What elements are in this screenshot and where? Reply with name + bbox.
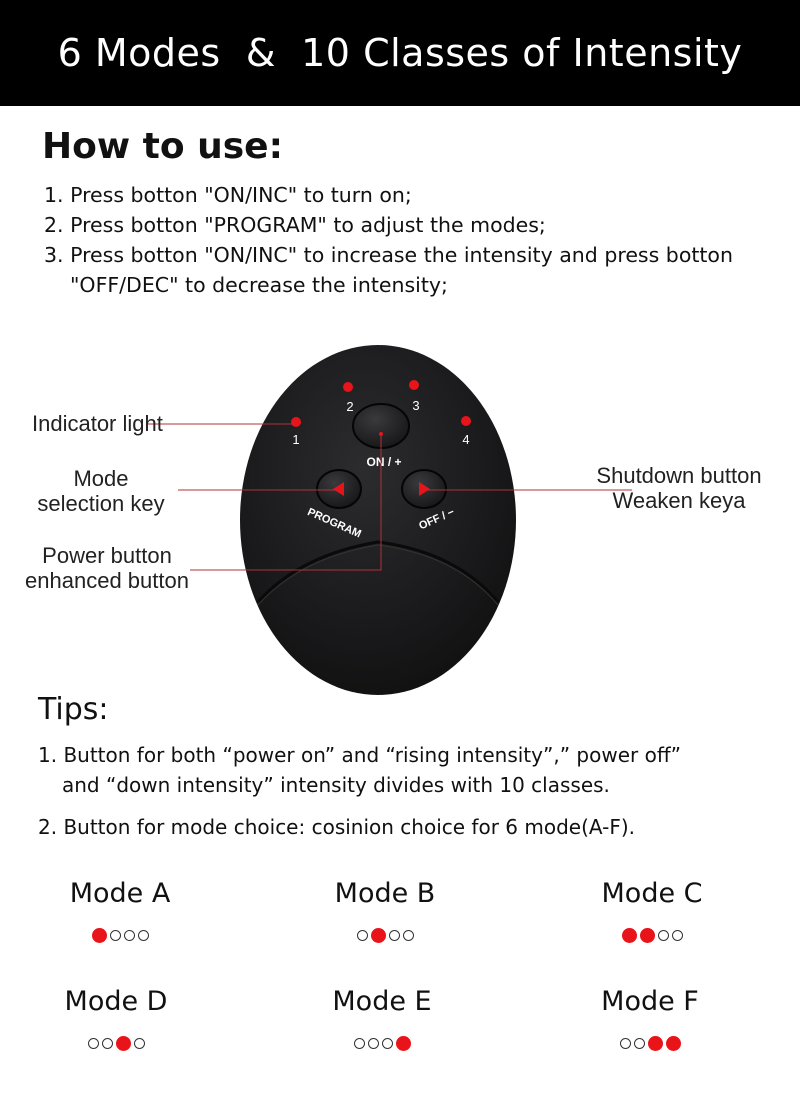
power-button-label: Power button enhanced button [14, 543, 200, 593]
led-on-dot [115, 1036, 131, 1051]
mode-e: Mode E [282, 982, 482, 1051]
instructions-list: 1. Press botton "ON/INC" to turn on; 2. … [44, 180, 733, 300]
led-off-dot [133, 1038, 145, 1049]
mode-label-line-1: Mode [73, 466, 129, 491]
led-number-4: 4 [462, 432, 469, 447]
tip-1: 1. Button for both “power on” and “risin… [38, 743, 681, 767]
mode-name: Mode A [69, 878, 171, 909]
mode-a: Mode A [20, 874, 220, 943]
mode-selection-label: Mode selection key [28, 466, 174, 516]
led-number-3: 3 [412, 398, 419, 413]
mode-c: Mode C [552, 874, 752, 943]
mode-f: Mode F [550, 982, 750, 1051]
device-seam [256, 540, 500, 603]
led-off-dot [619, 1038, 631, 1049]
led-3 [409, 380, 419, 390]
callout-lines [148, 423, 632, 571]
indicator-light-label: Indicator light [32, 411, 163, 436]
led-off-dot [353, 1038, 365, 1049]
led-number-1: 1 [292, 432, 299, 447]
led-2 [343, 382, 353, 392]
mode-name: Mode C [601, 878, 703, 909]
mode-name: Mode E [332, 986, 432, 1017]
mode-d: Mode D [16, 982, 216, 1051]
led-on-dot [665, 1036, 681, 1051]
led-off-dot [381, 1038, 393, 1049]
tip-2: 2. Button for mode choice: cosinion choi… [38, 815, 636, 839]
led-number-2: 2 [346, 399, 353, 414]
led-off-dot [388, 930, 400, 941]
how-to-use-heading: How to use: [42, 126, 283, 167]
led-off-dot [123, 930, 135, 941]
mode-indicator-dots [16, 1036, 216, 1051]
led-off-dot [367, 1038, 379, 1049]
mode-indicator-dots [282, 1036, 482, 1051]
step-2: 2. Press botton "PROGRAM" to adjust the … [44, 213, 546, 237]
led-off-dot [137, 930, 149, 941]
mode-b: Mode B [285, 874, 485, 943]
step-3: 3. Press botton "ON/INC" to increase the… [44, 243, 733, 267]
shutdown-label-line-2: Weaken keya [612, 488, 746, 513]
power-label-line-2: enhanced button [25, 568, 189, 593]
title-banner: 6 Modes & 10 Classes of Intensity [0, 0, 800, 106]
mode-name: Mode D [64, 986, 168, 1017]
banner-title: 6 Modes & 10 Classes of Intensity [57, 31, 743, 75]
led-4 [461, 416, 471, 426]
led-off-dot [402, 930, 414, 941]
led-off-dot [109, 930, 121, 941]
led-on-dot [647, 1036, 663, 1051]
mode-name: Mode B [334, 878, 436, 909]
mode-indicator-dots [550, 1036, 750, 1051]
step-3-continued: "OFF/DEC" to decrease the intensity; [70, 273, 448, 297]
tips-heading: Tips: [38, 692, 109, 727]
shutdown-label-line-1: Shutdown button [596, 463, 762, 488]
led-off-dot [101, 1038, 113, 1049]
mode-name: Mode F [601, 986, 699, 1017]
device-illustration: 1 2 3 4 ON / + PROGRAM OFF / − Indicator… [0, 340, 800, 700]
led-off-dot [633, 1038, 645, 1049]
led-on-dot [91, 928, 107, 943]
tips-list: 1. Button for both “power on” and “risin… [38, 740, 681, 842]
power-label-line-1: Power button [42, 543, 172, 568]
on-button-label: ON / + [366, 455, 401, 469]
led-on-dot [370, 928, 386, 943]
led-off-dot [657, 930, 669, 941]
led-on-dot [621, 928, 637, 943]
mode-indicator-dots [552, 928, 752, 943]
shutdown-button-label: Shutdown button Weaken keya [586, 463, 772, 513]
led-on-dot [639, 928, 655, 943]
mode-indicator-dots [20, 928, 220, 943]
step-1: 1. Press botton "ON/INC" to turn on; [44, 183, 412, 207]
led-off-dot [87, 1038, 99, 1049]
device-drawing: 1 2 3 4 ON / + PROGRAM OFF / − [148, 345, 632, 695]
tip-1-continued: and “down intensity” intensity divides w… [62, 773, 610, 797]
mode-indicator-dots [285, 928, 485, 943]
led-on-dot [395, 1036, 411, 1051]
led-off-dot [671, 930, 683, 941]
mode-label-line-2: selection key [37, 491, 165, 516]
led-off-dot [356, 930, 368, 941]
device-body [240, 345, 516, 695]
